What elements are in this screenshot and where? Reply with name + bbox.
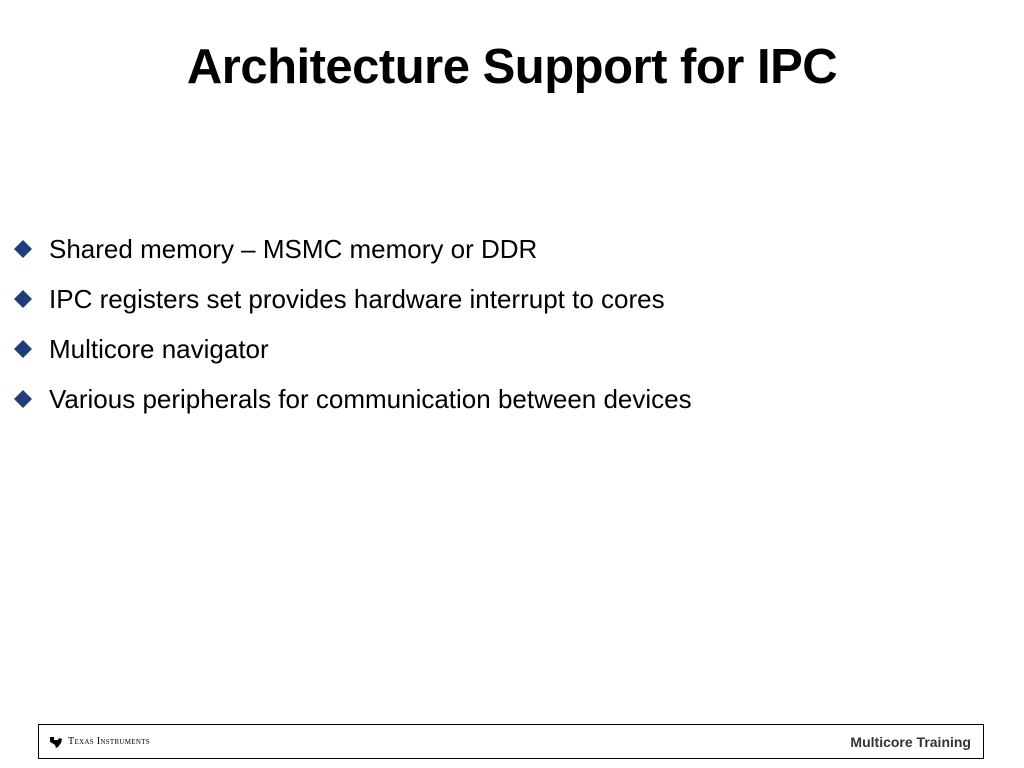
ti-logo: Texas Instruments — [49, 735, 150, 749]
list-item: Various peripherals for communication be… — [12, 374, 692, 424]
diamond-bullet-icon — [14, 340, 32, 358]
slide-title: Architecture Support for IPC — [186, 40, 838, 94]
bullet-text: Various peripherals for communication be… — [49, 384, 692, 414]
bullet-list: Shared memory – MSMC memory or DDR IPC r… — [12, 224, 692, 424]
list-item: IPC registers set provides hardware inte… — [12, 274, 692, 324]
bullet-text: IPC registers set provides hardware inte… — [49, 284, 665, 314]
footer-bar: Texas Instruments Multicore Training — [38, 724, 984, 759]
diamond-bullet-icon — [14, 290, 32, 308]
diamond-bullet-icon — [14, 240, 32, 258]
ti-logo-text: Texas Instruments — [68, 736, 150, 747]
bullet-text: Shared memory – MSMC memory or DDR — [49, 234, 538, 264]
list-item: Multicore navigator — [12, 324, 692, 374]
list-item: Shared memory – MSMC memory or DDR — [12, 224, 692, 274]
diamond-bullet-icon — [14, 390, 32, 408]
texas-state-icon — [50, 736, 62, 748]
bullet-text: Multicore navigator — [49, 334, 269, 364]
footer-brand: Multicore Training — [850, 733, 971, 750]
